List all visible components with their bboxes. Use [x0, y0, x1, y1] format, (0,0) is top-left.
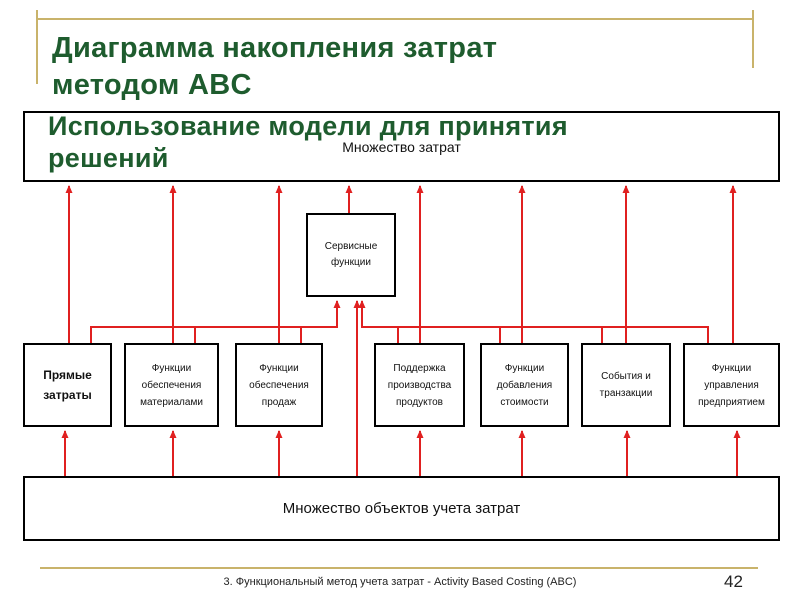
subtitle-line-2: решений	[48, 143, 169, 173]
subtitle-line-1: Использование модели для принятия	[48, 111, 568, 141]
function-box-events-transactions: События и транзакции	[581, 343, 671, 427]
function-label: Прямые затраты	[43, 368, 92, 402]
function-label: Поддержка производства продуктов	[387, 362, 452, 408]
title-line-1: Диаграмма накопления затрат	[52, 32, 498, 64]
decorative-top-rule	[36, 18, 754, 20]
function-label: Функции обеспечения материалами	[140, 362, 203, 408]
function-box-production-support: Поддержка производства продуктов	[374, 343, 465, 427]
function-box-materials: Функции обеспечения материалами	[124, 343, 219, 427]
slide-title: Диаграмма накопления затрат методом ABC	[52, 30, 497, 104]
decorative-right-rule	[752, 10, 754, 68]
bus-left	[90, 300, 341, 343]
service-functions-box: Сервисные функции	[306, 213, 396, 297]
function-label: Функции обеспечения продаж	[249, 362, 309, 408]
function-box-sales: Функции обеспечения продаж	[235, 343, 323, 427]
cost-objects-box: Множество объектов учета затрат	[23, 476, 780, 541]
decorative-vertical-rule	[36, 10, 38, 84]
cost-pool-box: Множество затрат	[23, 111, 780, 182]
function-box-enterprise-management: Функции управления предприятием	[683, 343, 780, 427]
cost-objects-label: Множество объектов учета затрат	[282, 500, 521, 517]
function-box-value-adding: Функции добавления стоимости	[480, 343, 569, 427]
slide-subtitle: Использование модели для принятия решени…	[48, 110, 568, 174]
function-label: Функции добавления стоимости	[496, 362, 553, 408]
function-box-direct-costs: Прямые затраты	[23, 343, 112, 427]
decorative-bottom-rule	[40, 567, 758, 569]
function-label: Функции управления предприятием	[698, 362, 765, 408]
title-line-2: методом ABC	[52, 69, 252, 101]
bus-right	[358, 300, 709, 343]
cost-pool-label: Множество затрат	[342, 139, 461, 155]
slide-footer: 3. Функциональный метод учета затрат - A…	[223, 576, 577, 588]
service-functions-label: Сервисные функции	[324, 241, 378, 268]
function-label: События и транзакции	[599, 371, 653, 399]
page-number: 42	[724, 572, 743, 591]
